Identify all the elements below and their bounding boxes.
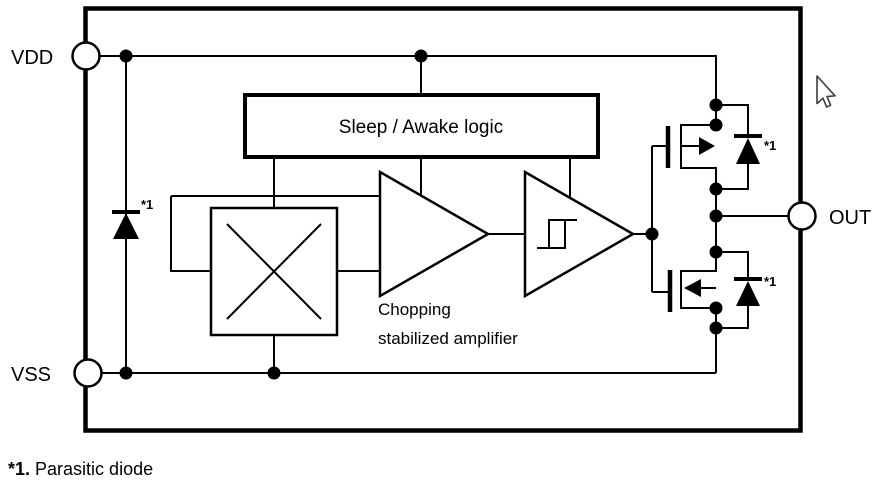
high-mosfet-channel-wire xyxy=(680,124,717,189)
amplifier-caption-line2: stabilized amplifier xyxy=(378,329,518,348)
diode-icon xyxy=(736,138,760,164)
low-side-parasitic-diode: *1 xyxy=(734,274,776,306)
junction-dot xyxy=(709,209,723,223)
supply-parasitic-diode: *1 xyxy=(112,197,153,239)
sleep-awake-logic-block xyxy=(243,93,600,159)
out-label: OUT xyxy=(829,207,871,229)
arrow-pointer-icon xyxy=(816,75,836,108)
vdd-rail-wire xyxy=(100,55,717,105)
junction-dot xyxy=(709,321,723,335)
junction-dot xyxy=(709,98,723,112)
high-side-parasitic-diode: *1 xyxy=(734,134,776,164)
junction-dot xyxy=(645,227,659,241)
out-pin-circle xyxy=(787,201,817,231)
hall-element xyxy=(209,206,339,337)
low-mosfet-channel-wire xyxy=(680,252,717,309)
junction-dot xyxy=(414,49,428,63)
high-mosfet-body-arrow-icon xyxy=(699,137,715,155)
high-diode-bottom-wire xyxy=(716,164,749,190)
sleep-awake-logic-label: Sleep / Awake logic xyxy=(339,117,503,138)
hysteresis-icon xyxy=(537,219,577,249)
junction-dot xyxy=(709,301,723,315)
vss-label: VSS xyxy=(11,364,51,386)
low-diode-top-wire xyxy=(716,251,749,279)
low-side-mosfet xyxy=(667,270,701,312)
parasitic-ref-label: *1 xyxy=(141,197,153,212)
footnote-text: Parasitic diode xyxy=(30,459,153,479)
junction-dot xyxy=(709,118,723,132)
low-diode-bottom-wire xyxy=(716,304,749,329)
vss-pin-circle xyxy=(73,358,103,388)
chopper-amplifier-triangle xyxy=(378,169,491,299)
crossed-box-icon xyxy=(226,223,322,320)
junction-dot xyxy=(709,182,723,196)
vdd-label: VDD xyxy=(11,47,53,69)
junction-dot xyxy=(119,366,133,380)
junction-dot xyxy=(709,245,723,259)
diode-icon xyxy=(736,281,760,306)
high-diode-top-wire xyxy=(716,104,749,136)
junction-dot xyxy=(267,366,281,380)
amplifier-caption-line1: Chopping xyxy=(378,300,451,319)
diode-icon xyxy=(113,213,139,239)
high-side-mosfet xyxy=(665,126,715,168)
parasitic-ref-label: *1 xyxy=(764,138,776,153)
comparator-triangle xyxy=(523,169,636,299)
footnote-marker: *1. xyxy=(8,459,30,479)
hall-left-bracket-wire xyxy=(170,196,211,272)
vdd-pin-circle xyxy=(71,41,101,71)
parasitic-ref-label: *1 xyxy=(764,274,776,289)
junction-dots xyxy=(119,49,723,380)
junction-dot xyxy=(119,49,133,63)
low-mosfet-body-arrow-icon xyxy=(684,279,701,297)
footnote: *1. Parasitic diode xyxy=(8,459,153,479)
